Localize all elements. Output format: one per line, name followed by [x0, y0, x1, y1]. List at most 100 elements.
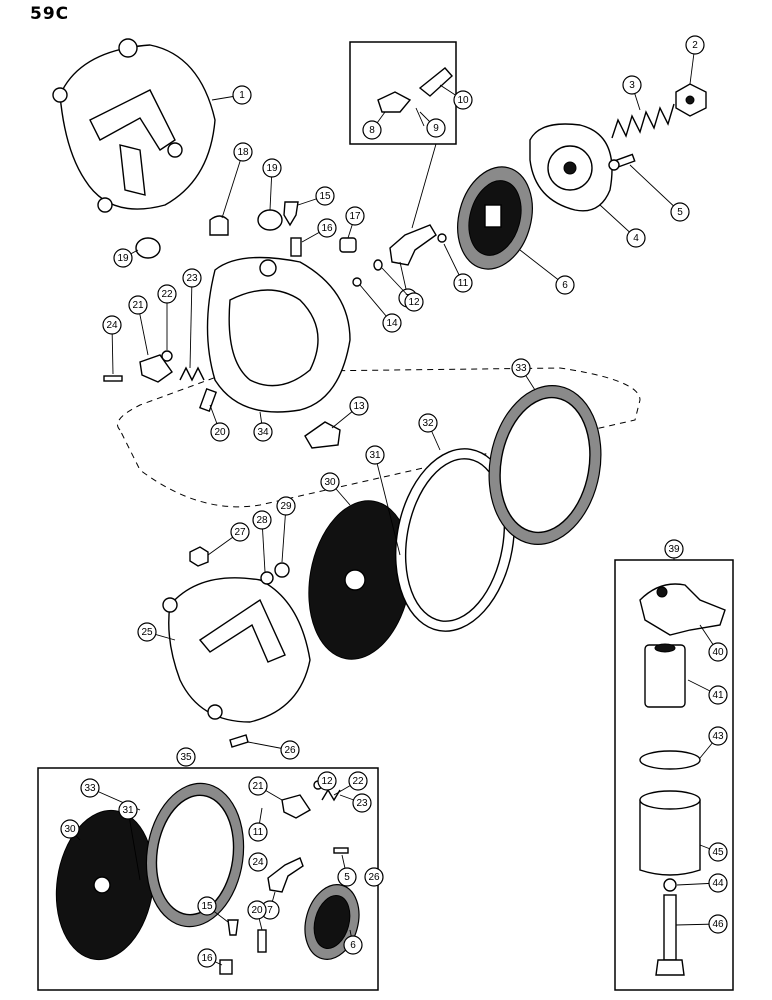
- callout-label: 22: [161, 289, 173, 300]
- callout-label: 27: [234, 527, 246, 538]
- callout-5: 5: [337, 854, 357, 887]
- callout-43: 43: [699, 726, 728, 759]
- callout-label: 34: [257, 427, 269, 438]
- callout-circle: [210, 422, 230, 442]
- callout-circle: [382, 313, 402, 333]
- bottom-housing-part-25: [162, 577, 311, 723]
- callout-10: 10: [439, 84, 473, 110]
- callout-circle: [555, 275, 575, 295]
- callout-label: 40: [712, 647, 724, 658]
- callout-19: 19: [262, 158, 282, 211]
- callout-circle: [248, 776, 268, 796]
- callout-label: 14: [386, 318, 398, 329]
- callout-12: 12: [381, 267, 424, 312]
- callout-44: 44: [676, 873, 728, 893]
- callout-label: 19: [117, 253, 129, 264]
- dashed-assembly-outline: [117, 367, 641, 508]
- callout-45: 45: [699, 842, 728, 862]
- callout-label: 16: [201, 953, 213, 964]
- callout-16: 16: [197, 948, 223, 968]
- callout-label: 19: [266, 163, 278, 174]
- callout-circle: [337, 867, 357, 887]
- callout-19: 19: [113, 248, 139, 268]
- leader-line: [374, 454, 401, 556]
- callout-label: 45: [712, 847, 724, 858]
- callout-6: 6: [519, 249, 575, 295]
- callout-26: 26: [247, 740, 300, 760]
- screw-part-15: [283, 201, 299, 227]
- callout-33: 33: [80, 778, 141, 811]
- lever-part-7: [389, 224, 437, 266]
- callout-circle: [365, 445, 385, 465]
- callout-circle: [345, 206, 365, 226]
- parts-8-10: [377, 67, 453, 127]
- callout-label: 21: [252, 781, 264, 792]
- callout-circle: [708, 873, 728, 893]
- callout-31: 31: [118, 800, 141, 881]
- callout-label: 29: [280, 501, 292, 512]
- callout-label: 4: [633, 233, 639, 244]
- gasket-part-33: [488, 385, 602, 545]
- plug-part-19a: [257, 209, 283, 231]
- callout-label: 7: [267, 905, 273, 916]
- callout-circle: [253, 422, 273, 442]
- callout-label: 8: [369, 125, 375, 136]
- callout-circle: [157, 284, 177, 304]
- callout-circle: [343, 935, 363, 955]
- callout-label: 2: [692, 40, 698, 51]
- callout-label: 11: [253, 827, 264, 838]
- callout-circle: [708, 685, 728, 705]
- callout-label: 33: [84, 783, 96, 794]
- callout-circle: [230, 522, 250, 542]
- callout-circle: [247, 900, 267, 920]
- callout-28: 28: [252, 510, 272, 573]
- callout-label: 23: [356, 798, 368, 809]
- callout-16: 16: [301, 218, 337, 243]
- callout-label: 31: [369, 450, 381, 461]
- callout-circle: [197, 948, 217, 968]
- callout-46: 46: [675, 914, 728, 934]
- callout-label: 15: [319, 191, 331, 202]
- plug-part-19b: [135, 237, 161, 259]
- screw-part-5: [608, 153, 636, 171]
- leader-line: [127, 809, 141, 881]
- callout-30: 30: [60, 819, 81, 841]
- callout-23: 23: [182, 268, 202, 369]
- inset-39-parts: [639, 583, 726, 976]
- callout-12: 12: [317, 771, 337, 791]
- callout-15: 15: [297, 186, 335, 206]
- callout-32: 32: [418, 413, 441, 451]
- callout-3: 3: [622, 75, 642, 111]
- callout-label: 25: [141, 627, 153, 638]
- callout-label: 23: [186, 273, 198, 284]
- callout-11: 11: [443, 243, 473, 293]
- top-housing-part-1: [52, 38, 216, 213]
- callout-6: 6: [343, 929, 363, 955]
- callout-label: 46: [712, 919, 724, 930]
- callout-label: 22: [352, 776, 364, 787]
- callout-layer: 1234567891011121314151617181919202122232…: [60, 35, 728, 968]
- callout-22: 22: [333, 771, 368, 796]
- callout-15: 15: [197, 896, 229, 923]
- callout-17: 17: [345, 206, 365, 239]
- callout-25: 25: [137, 622, 176, 642]
- callout-9: 9: [419, 111, 446, 138]
- callout-label: 6: [562, 280, 568, 291]
- callout-circle: [128, 295, 148, 315]
- callout-label: 30: [324, 477, 336, 488]
- fitting-part-13: [304, 421, 341, 449]
- inset-35-parts: [55, 780, 360, 975]
- callout-circle: [248, 822, 268, 842]
- callout-33: 33: [511, 358, 536, 391]
- callout-label: 41: [712, 690, 724, 701]
- screw-part-24: [103, 375, 123, 382]
- callout-circle: [418, 413, 438, 433]
- callout-circle: [622, 75, 642, 95]
- callout-circle: [685, 35, 705, 55]
- callout-circle: [708, 642, 728, 662]
- callout-label: 15: [201, 901, 213, 912]
- callout-label: 9: [433, 123, 439, 134]
- callout-circle: [352, 793, 372, 813]
- callout-label: 39: [668, 544, 680, 555]
